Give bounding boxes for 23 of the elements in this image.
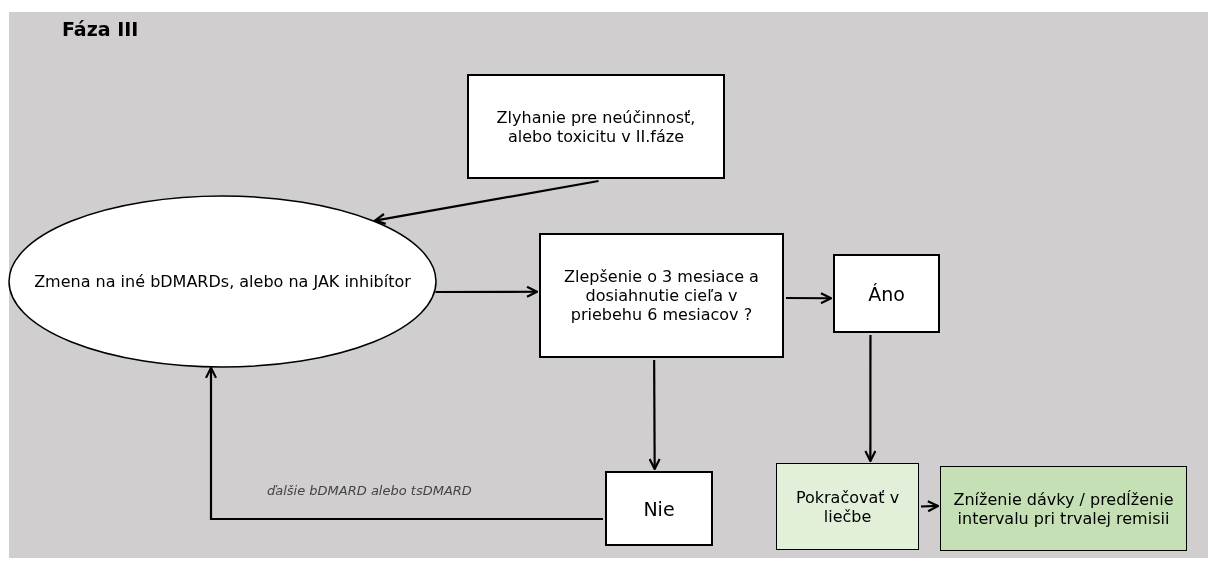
arrow — [648, 360, 661, 471]
process-box — [605, 471, 713, 546]
arrow — [864, 335, 877, 463]
arrow — [920, 500, 940, 513]
process-box — [776, 463, 919, 550]
diagram-title: Fáza III — [62, 18, 139, 40]
process-box — [940, 466, 1187, 551]
arrow — [435, 285, 539, 298]
node-text: Zníženie dávky / predĺženie intervalu pri trvalej remisii — [952, 489, 1175, 528]
node-text: Zlyhanie pre neúčinnosť, alebo toxicitu v II.fáze — [495, 107, 697, 146]
node-text: Pokračovať v liečbe — [794, 487, 901, 526]
node-text: Zlepšenie o 3 mesiace a dosiahnutie cieľa v priebehu 6 mesiacov ? — [563, 267, 760, 324]
arrow — [373, 179, 599, 225]
node-text: Zmena na iné bDMARDs, alebo na JAK inhibítor — [34, 272, 411, 291]
arrow — [204, 366, 603, 521]
process-box — [833, 254, 940, 333]
edge-label: ďalšie bDMARD alebo tsDMARD — [265, 483, 474, 498]
process-box — [467, 74, 725, 179]
process-ellipse — [8, 195, 437, 368]
node-text: Nie — [643, 497, 675, 520]
arrow — [786, 292, 833, 305]
process-box — [539, 233, 784, 358]
node-text: Áno — [868, 282, 905, 305]
